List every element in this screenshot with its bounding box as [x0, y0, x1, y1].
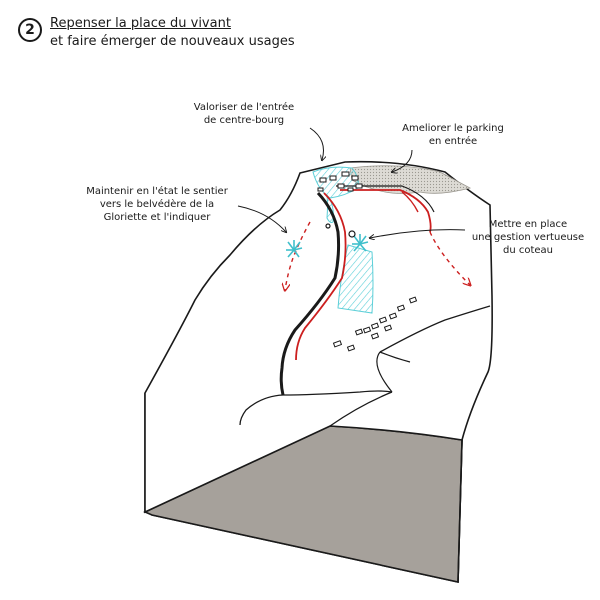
annotation-sentier-line3: Gloriette et l'indiquer: [103, 212, 211, 223]
arrow-parking: [392, 149, 413, 172]
annotation-entree: Valoriser de l'entrée de centre-bourg: [176, 101, 312, 127]
annotation-sentier-line1: Maintenir en l'état le sentier: [86, 186, 228, 197]
annotation-sentier: Maintenir en l'état le sentier vers le b…: [74, 185, 240, 224]
diagram-subtitle: et faire émerger de nouveaux usages: [50, 34, 295, 49]
parking-road-red: [340, 189, 432, 233]
dashed-path-west: [285, 221, 311, 290]
branch-road-red: [401, 191, 419, 213]
arrow-sentier: [237, 205, 286, 232]
diagram-title: Repenser la place du vivant: [50, 16, 231, 31]
parking-road-black: [336, 185, 435, 213]
main-road: [279, 191, 341, 396]
diagram-header: 2 Repenser la place du vivant et faire é…: [18, 14, 418, 54]
annotation-coteau: Mettre en place une gestion vertueuse du…: [466, 218, 590, 257]
annotation-coteau-line1: Mettre en place: [488, 219, 568, 230]
annotation-entree-line2: de centre-bourg: [203, 115, 285, 126]
dashed-path-east: [429, 231, 470, 285]
plant-symbol-west: [286, 240, 303, 258]
village-houses-south: [332, 296, 418, 352]
annotation-coteau-line3: du coteau: [502, 245, 554, 256]
terrain-line-3: [282, 390, 393, 396]
terrain-line-4: [329, 391, 393, 427]
annotation-parking-line2: en entrée: [428, 136, 478, 147]
village-houses-north: [317, 171, 363, 192]
annotation-parking-line1: Ameliorer le parking: [402, 123, 504, 134]
annotation-entree-line1: Valoriser de l'entrée: [193, 102, 295, 113]
belvedere-marker: [348, 230, 356, 238]
arrow-coteau: [370, 229, 466, 238]
terrain-line-5: [239, 394, 284, 426]
annotation-coteau-line2: une gestion vertueuse: [471, 232, 585, 243]
annotation-parking: Ameliorer le parking en entrée: [378, 122, 528, 148]
annotation-sentier-line2: vers le belvédère de la: [99, 199, 215, 210]
terrain-line-6: [376, 351, 393, 393]
plant-symbol-east: [352, 234, 369, 252]
arrow-entree: [309, 127, 324, 160]
step-number-badge: 2: [18, 18, 42, 42]
path-marker: [325, 223, 331, 229]
terrain-line-2: [379, 351, 411, 363]
improved-road-red: [295, 192, 347, 361]
terrain-line-1: [379, 305, 491, 353]
